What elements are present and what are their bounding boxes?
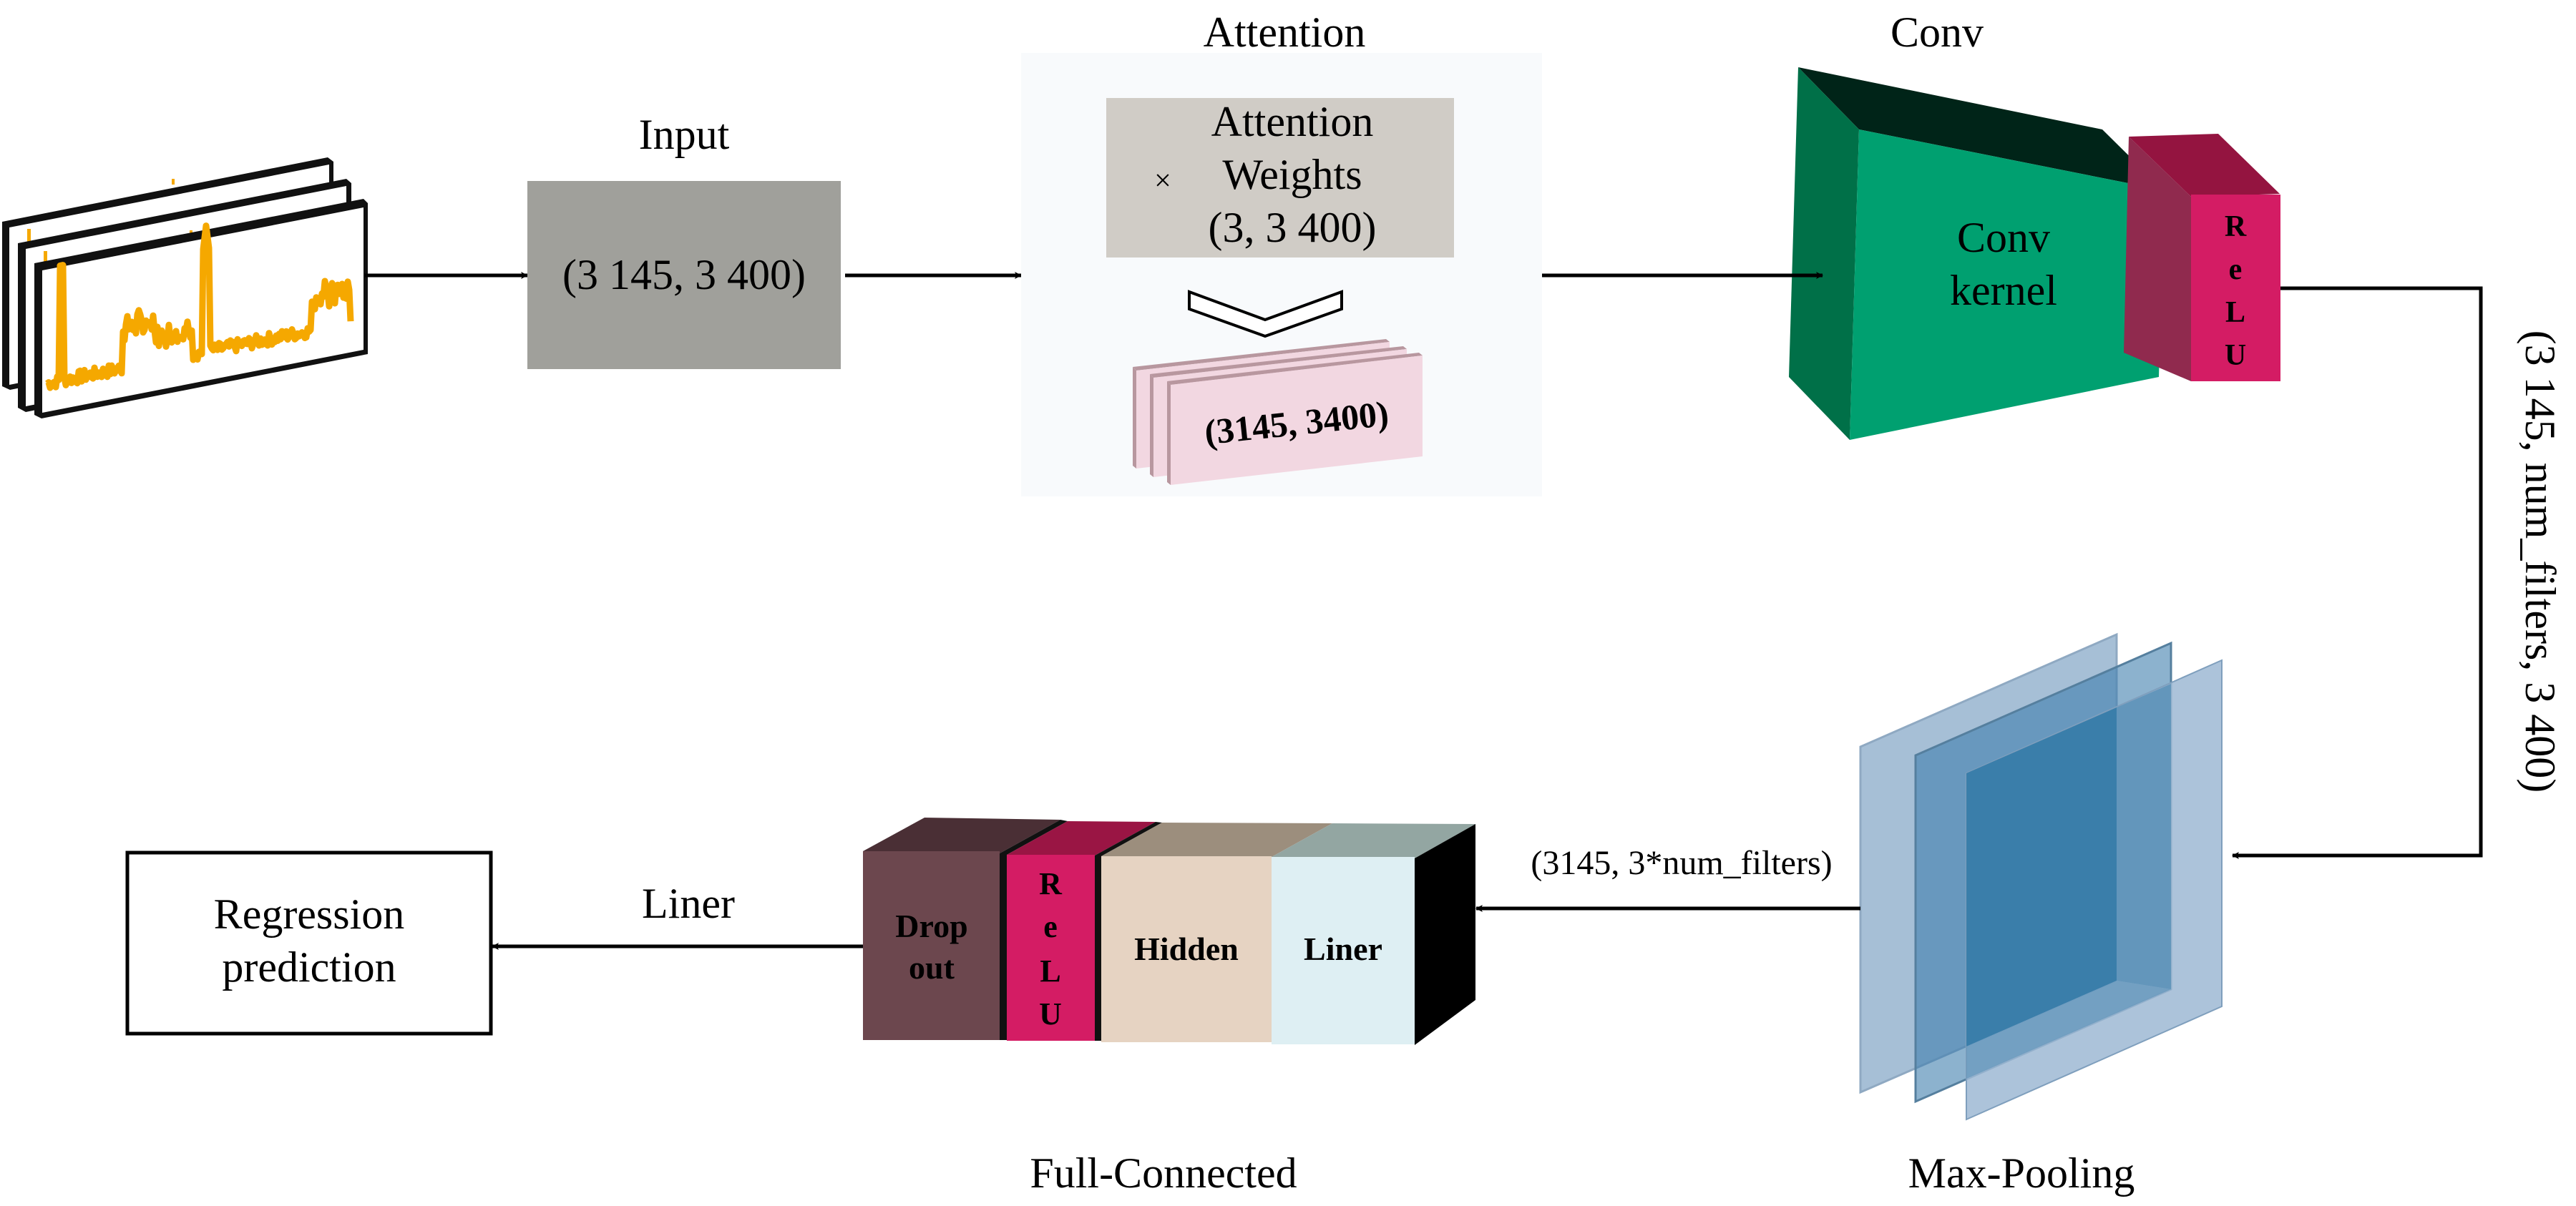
- conv-front-face: [1850, 129, 2164, 440]
- attention-weights-line-1: Attention: [1211, 98, 1374, 145]
- conv-relu-front: [2191, 195, 2280, 381]
- pool-plane-overlap-right: [2117, 684, 2171, 989]
- max-pooling-title: Max-Pooling: [1908, 1149, 2135, 1197]
- fc-gap-top-1: [1000, 820, 1068, 855]
- max-pooling-block: Max-Pooling: [1859, 632, 2223, 1197]
- dropout-label-line-1: Drop: [895, 908, 967, 944]
- dropout-top: [863, 818, 1060, 853]
- input-title: Input: [639, 111, 730, 158]
- fc-gap-top-2: [1095, 822, 1162, 856]
- conv-relu-top: [2129, 134, 2280, 197]
- attention-weights-line-3: (3, 3 400): [1209, 204, 1377, 251]
- hidden-label: Hidden: [1134, 931, 1239, 967]
- edge-conv-to-maxpool: [2232, 286, 2483, 859]
- conv-relu-block: R e L U: [2124, 134, 2280, 381]
- input-shape: (3 145, 3 400): [562, 251, 806, 298]
- maxpool-output-shape: (3145, 3*num_filters): [1531, 844, 1832, 882]
- liner-label: Liner: [1304, 931, 1382, 967]
- conv-relu-side: [2124, 137, 2191, 381]
- dropout-label-line-2: out: [909, 949, 955, 986]
- conv-kernel-line-1: Conv: [1957, 214, 2050, 261]
- pool-plane-overlap: [1966, 707, 2117, 1046]
- fc-relu-letter-e: e: [1043, 909, 1058, 944]
- relu-front: [1007, 855, 1095, 1041]
- input-box: [527, 181, 841, 369]
- full-connected-block: Drop out R e L U Hidden Liner Full-Conne…: [863, 818, 1475, 1197]
- conv-relu-letter-r: R: [2225, 210, 2247, 243]
- conv-side-face: [1789, 67, 1859, 440]
- chevron-down-icon: [1188, 290, 1343, 338]
- regression-line-1: Regression: [214, 891, 405, 938]
- fc-relu-letter-r: R: [1039, 866, 1063, 901]
- spectrum-line: [45, 222, 354, 391]
- spectra-stack: [2, 157, 368, 418]
- liner-edge-label: Liner: [642, 880, 735, 927]
- liner-front: [1272, 857, 1415, 1044]
- conv-block: Conv Conv kernel R e L U: [1789, 9, 2280, 440]
- fc-gap-1: [1000, 853, 1007, 1040]
- hidden-top: [1101, 823, 1332, 857]
- attention-output-layers: (3145, 3400): [1133, 339, 1423, 485]
- fc-relu-letter-u: U: [1039, 996, 1062, 1031]
- regression-block: Regression prediction: [125, 850, 493, 1036]
- regression-line-2: prediction: [222, 943, 396, 991]
- full-connected-title: Full-Connected: [1030, 1149, 1297, 1197]
- fc-right-side: [1415, 824, 1475, 1045]
- fc-relu-letter-l: L: [1040, 953, 1060, 989]
- fc-gap-2: [1095, 856, 1101, 1041]
- relu-top: [1007, 821, 1156, 856]
- conv-relu-letter-l: L: [2225, 296, 2245, 329]
- attention-block: Attention × Attention Weights (3, 3 400): [1021, 9, 1542, 496]
- hidden-front: [1101, 856, 1272, 1042]
- dropout-front: [863, 851, 1000, 1040]
- attention-weights-line-2: Weights: [1222, 151, 1362, 198]
- conv-relu-letter-e: e: [2229, 253, 2243, 286]
- spectrum-panel-front: [34, 199, 368, 418]
- conv-kernel-line-2: kernel: [1950, 267, 2057, 314]
- regression-box: [125, 850, 493, 1036]
- multiply-operator: ×: [1154, 165, 1171, 197]
- attention-title: Attention: [1204, 9, 1366, 56]
- conv-relu-letter-u: U: [2225, 339, 2246, 372]
- conv-top-face: [1798, 67, 2164, 190]
- liner-top: [1272, 823, 1475, 858]
- pool-plane-overlap-bottom: [1966, 981, 2171, 1079]
- attention-layer-front: [1167, 353, 1423, 485]
- conv-output-shape: (3 145, num_filters, 3 400): [2517, 330, 2564, 793]
- input-block: Input (3 145, 3 400): [527, 111, 841, 369]
- conv-title: Conv: [1890, 9, 1984, 56]
- attention-weights-box: [1106, 98, 1454, 258]
